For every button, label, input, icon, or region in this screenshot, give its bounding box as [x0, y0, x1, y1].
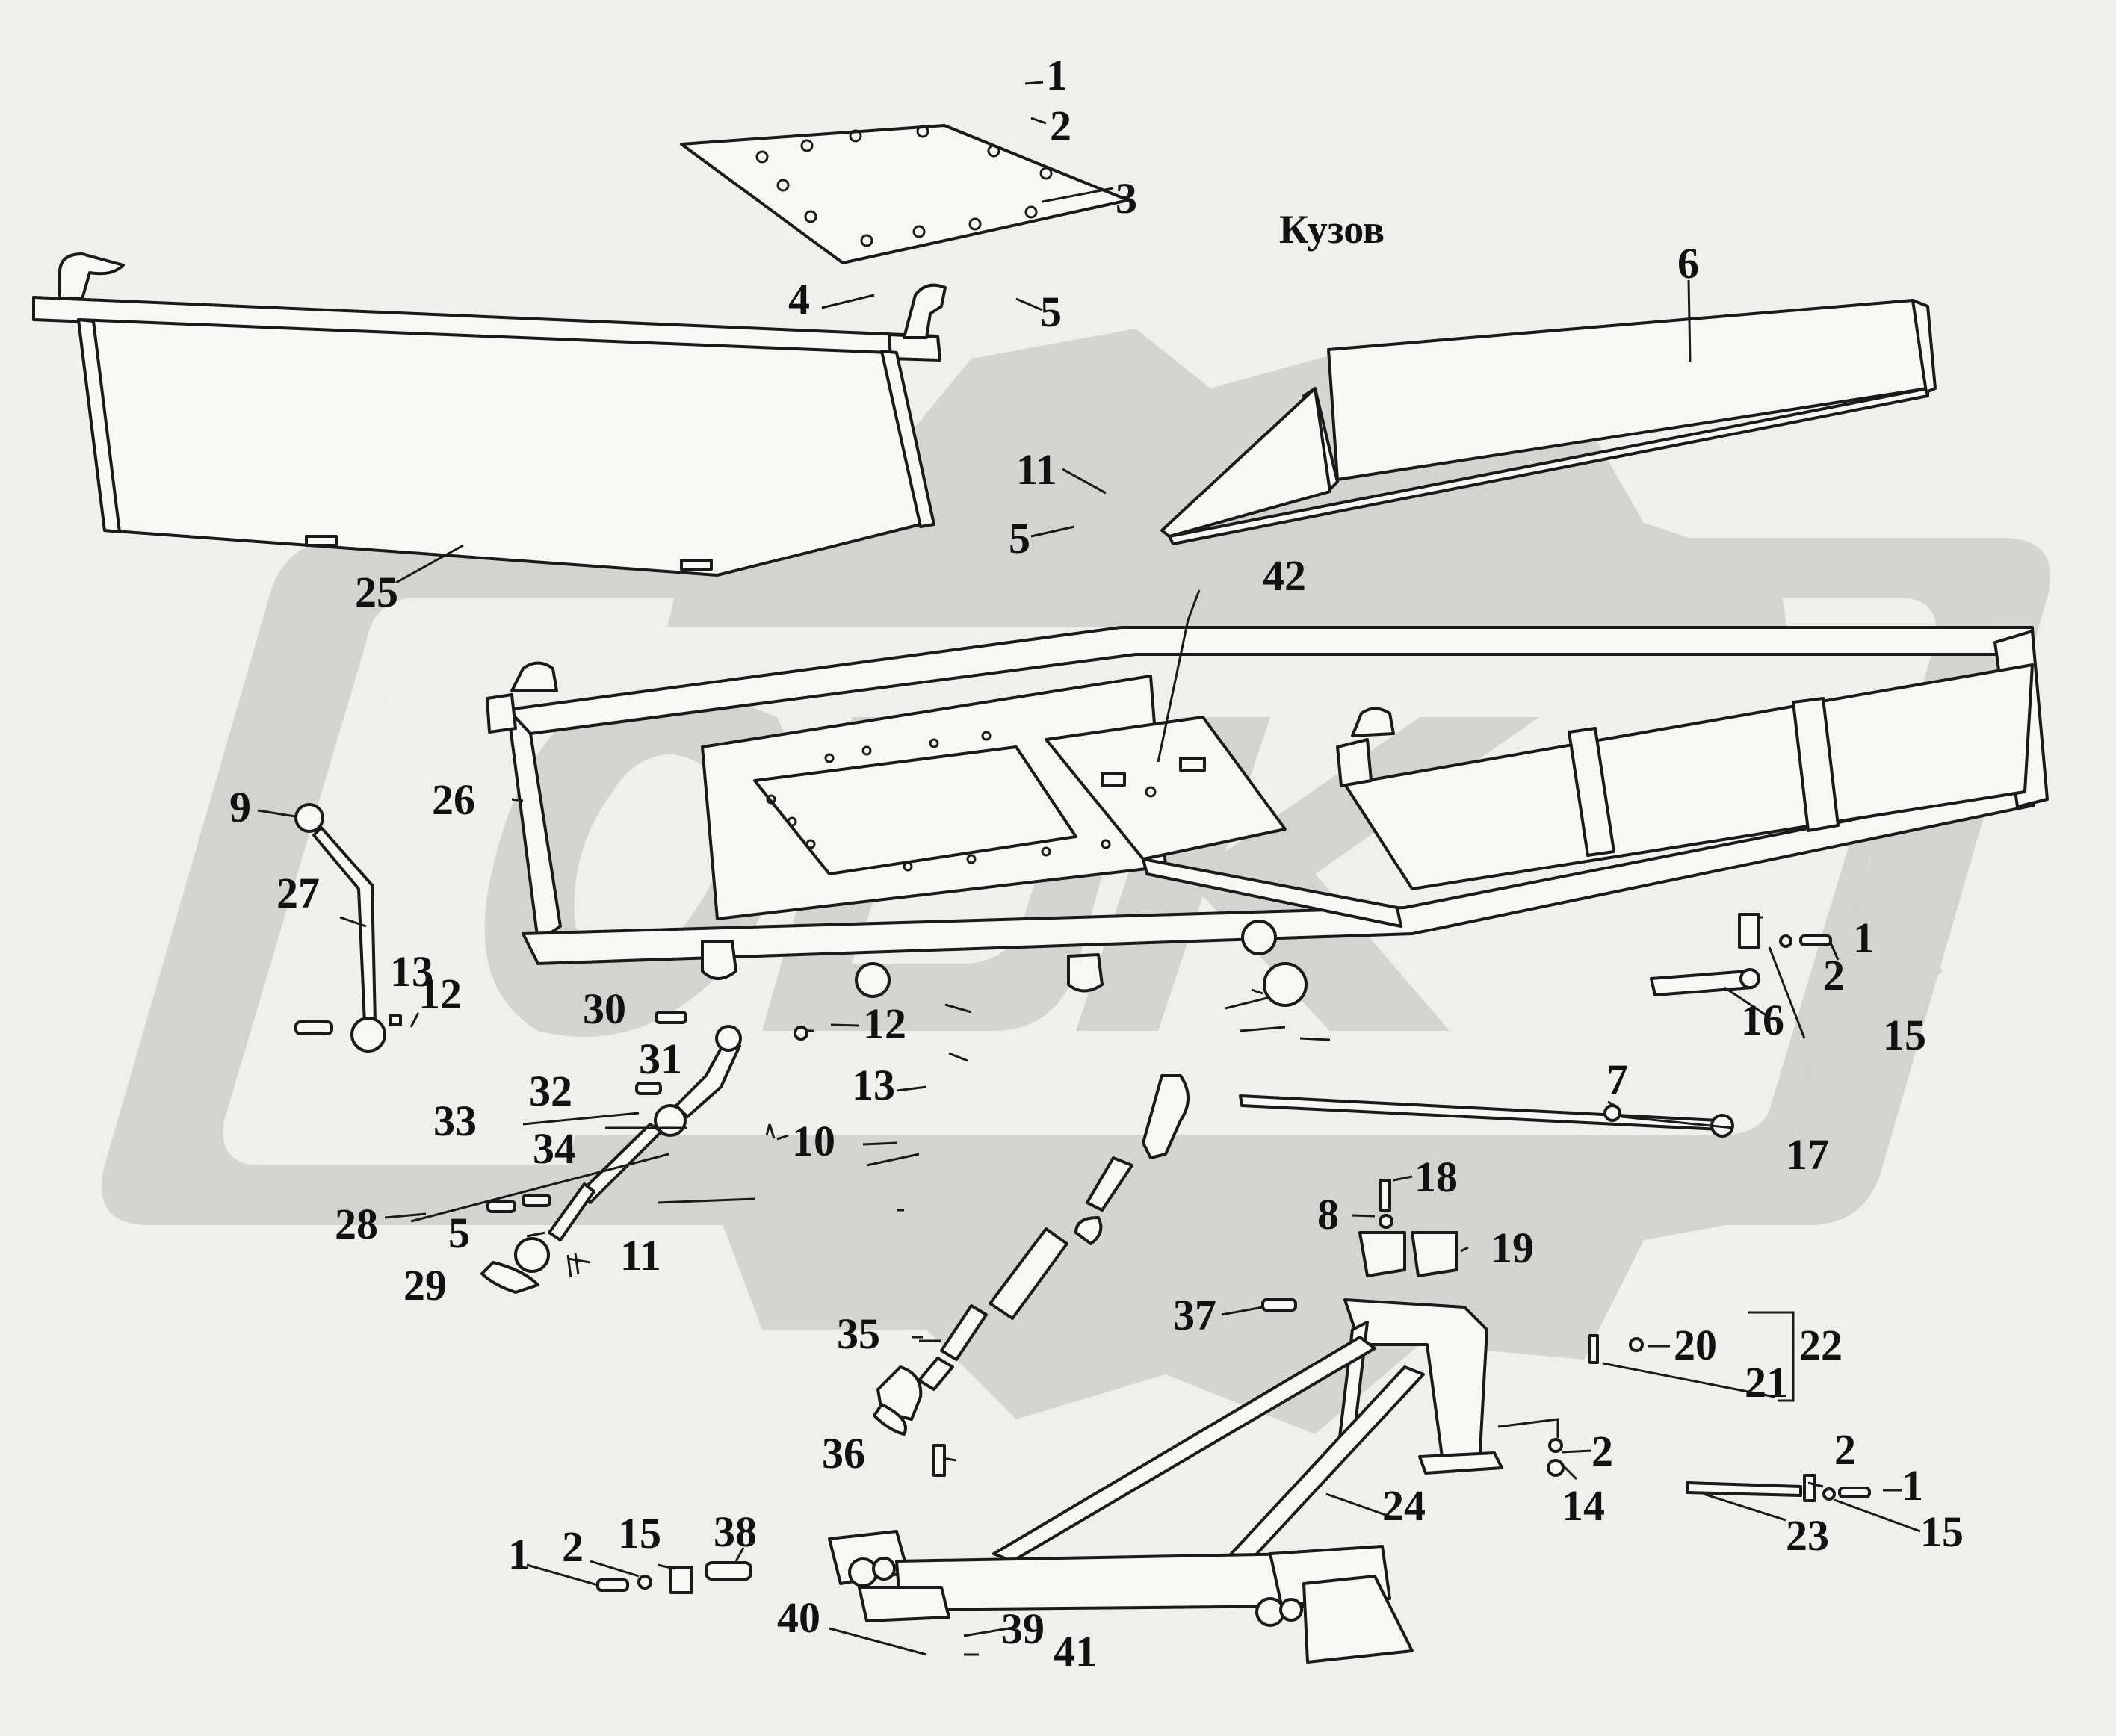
- callout-18: 18: [1414, 1153, 1458, 1201]
- callout-23: 23: [1786, 1511, 1829, 1560]
- callout-9: 9: [229, 783, 251, 831]
- callout-1-top: 1: [1046, 51, 1068, 99]
- callout-11-top: 11: [1016, 445, 1057, 494]
- callout-29: 29: [403, 1261, 447, 1309]
- watermark-frame: [102, 538, 2050, 1225]
- callout-2-top: 2: [1050, 102, 1071, 150]
- callout-39: 39: [1001, 1605, 1045, 1653]
- callout-5-top: 5: [1040, 288, 1062, 336]
- callout-6: 6: [1677, 239, 1699, 288]
- callout-5-lower: 5: [448, 1209, 470, 1257]
- callout-1-lower-left: 1: [508, 1530, 530, 1578]
- callout-13-left: 13: [390, 947, 433, 996]
- dump-body: [486, 626, 2049, 1007]
- callout-22: 22: [1799, 1321, 1843, 1369]
- cover-plate: [680, 124, 1130, 264]
- diagram-title: Кузов: [1279, 207, 1385, 252]
- callout-34: 34: [533, 1124, 576, 1173]
- small-hardware: [596, 1179, 1871, 1594]
- callout-24: 24: [1382, 1481, 1426, 1530]
- callout-14: 14: [1562, 1481, 1605, 1530]
- callout-10: 10: [792, 1117, 835, 1165]
- callout-42: 42: [1263, 551, 1306, 600]
- callout-7: 7: [1606, 1055, 1628, 1104]
- left-side-board: [32, 252, 947, 577]
- callout-36: 36: [822, 1429, 865, 1478]
- callout-35: 35: [837, 1309, 880, 1358]
- callout-33: 33: [433, 1097, 477, 1145]
- callout-11-lower: 11: [620, 1231, 661, 1280]
- callout-25: 25: [355, 568, 398, 616]
- callout-32: 32: [529, 1067, 572, 1115]
- callouts: 1 2 3 4 5 6 7 8 9 10 11 12 13 14 15 16 1…: [229, 51, 1964, 1675]
- callout-27: 27: [276, 869, 320, 917]
- callout-3: 3: [1116, 174, 1137, 223]
- callout-17: 17: [1786, 1130, 1829, 1179]
- callout-15-lower-left: 15: [618, 1509, 661, 1557]
- callout-38: 38: [714, 1507, 757, 1556]
- callout-8: 8: [1317, 1190, 1339, 1239]
- callout-2-right: 2: [1823, 951, 1845, 999]
- callout-41: 41: [1054, 1627, 1097, 1675]
- subframe: [828, 1298, 1503, 1664]
- callout-13-mid: 13: [852, 1061, 895, 1109]
- callout-12-left: 12: [418, 970, 462, 1018]
- callout-2-mid: 2: [1591, 1427, 1613, 1475]
- callout-37: 37: [1173, 1291, 1216, 1339]
- callout-2-lower-right: 2: [1834, 1425, 1856, 1474]
- callout-1-lower-right: 1: [1902, 1461, 1923, 1510]
- callout-16: 16: [1741, 996, 1784, 1044]
- leader-lines: [257, 81, 1921, 1656]
- hinge-brackets: [701, 920, 1308, 1007]
- turnbuckle: [873, 1074, 1190, 1436]
- callout-1-right: 1: [1853, 914, 1875, 962]
- callout-5-mid: 5: [1009, 514, 1030, 562]
- right-side-board: [1160, 299, 1937, 545]
- callout-15-right: 15: [1883, 1011, 1926, 1059]
- callout-40: 40: [777, 1593, 820, 1642]
- callout-26: 26: [432, 775, 475, 824]
- callout-21: 21: [1745, 1358, 1788, 1407]
- callout-20: 20: [1674, 1321, 1717, 1369]
- callout-31: 31: [639, 1035, 682, 1083]
- callout-2-lower-left: 2: [562, 1522, 584, 1571]
- callout-19: 19: [1491, 1224, 1534, 1272]
- callout-28: 28: [335, 1200, 378, 1248]
- callout-4: 4: [788, 275, 810, 323]
- lever-assembly: [294, 803, 402, 1053]
- callout-15-lower-right: 15: [1920, 1507, 1964, 1556]
- hinge-pins: [1239, 913, 1832, 1138]
- callout-12-mid: 12: [863, 999, 906, 1048]
- callout-30: 30: [583, 985, 626, 1033]
